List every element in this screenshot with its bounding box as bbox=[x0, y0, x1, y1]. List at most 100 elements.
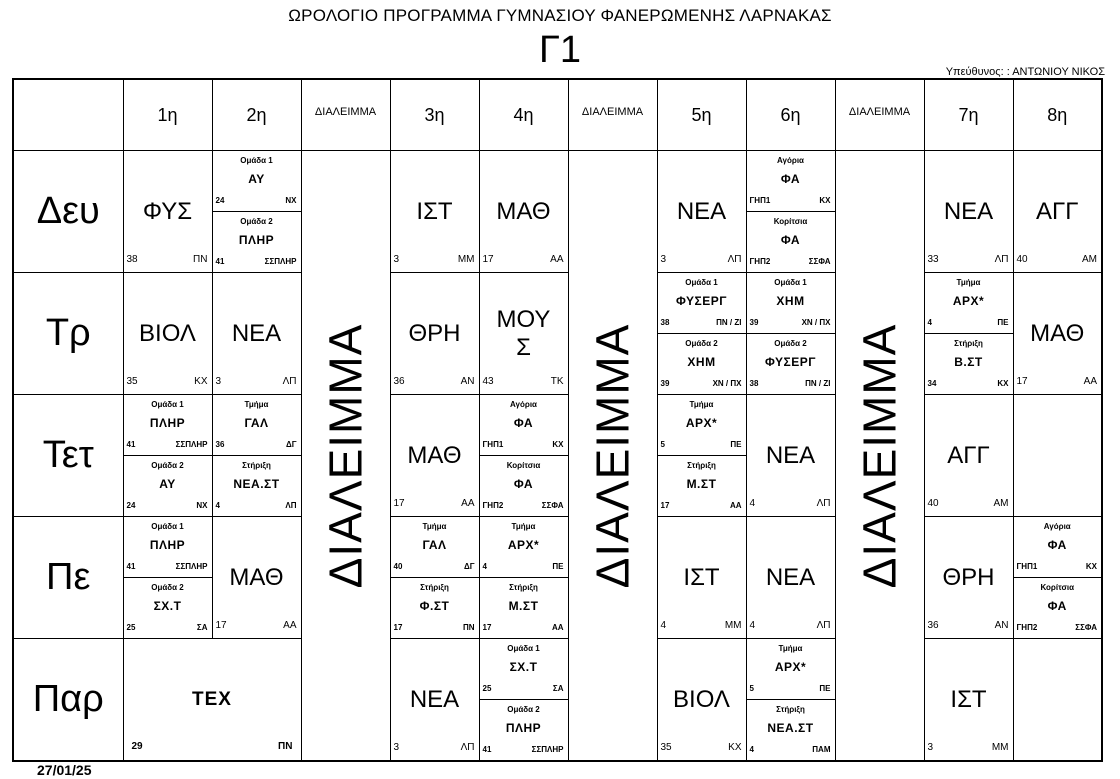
day-row-friday: Παρ ΤΕΧ 29 ΠΝ ΝΕΑ 3 ΛΠ Ομάδα 1 ΣΧ.Τ 25 Σ… bbox=[12, 638, 1103, 762]
subject: ΑΓΓ bbox=[947, 441, 990, 469]
group-label: Στήριξη bbox=[954, 339, 983, 348]
group-room: 17 bbox=[393, 623, 403, 632]
group-room: 41 bbox=[126, 562, 136, 571]
subject: ΜΑΘ bbox=[496, 197, 551, 225]
group-subject: ΧΗΜ bbox=[776, 294, 805, 308]
teacher: ΠΝ bbox=[278, 741, 293, 752]
subject: ΝΕΑ bbox=[943, 197, 994, 225]
group-subject: Β.ΣΤ bbox=[954, 355, 983, 369]
group-teacher: ΚΧ bbox=[819, 196, 831, 205]
group-teacher: ΣΑ bbox=[196, 623, 208, 632]
group-room: ΓΗΠ2 bbox=[749, 257, 771, 266]
group-bottom: Στήριξη Μ.ΣΤ 17 ΑΑ bbox=[658, 456, 745, 516]
group-teacher: ΝΧ bbox=[196, 501, 208, 510]
break-label: ΔΙΑΛΕΙΜΜΑ bbox=[319, 323, 372, 588]
teacher: ΑΑ bbox=[550, 254, 564, 265]
lesson-cell: ΝΕΑ 3 ΛΠ bbox=[656, 150, 747, 273]
group-room: 34 bbox=[927, 379, 937, 388]
lesson-cell: ΝΕΑ 33 ΛΠ bbox=[923, 150, 1014, 273]
group-teacher: ΠΕ bbox=[819, 684, 831, 693]
day-row-monday: Δευ ΦΥΣ 38 ΠΝ Ομάδα 1 ΑΥ 24 ΝΧ Ομάδα 2 Π… bbox=[12, 150, 1103, 762]
group-teacher: ΣΣΠΛΗΡ bbox=[175, 562, 208, 571]
room: 35 bbox=[126, 376, 138, 387]
group-room: ΓΗΠ1 bbox=[1016, 562, 1038, 571]
group-room: 39 bbox=[749, 318, 759, 327]
group-label: Στήριξη bbox=[420, 583, 449, 592]
timetable: 1η 2η ΔΙΑΛΕΙΜΜΑ 3η 4η ΔΙΑΛΕΙΜΜΑ 5η 6η ΔΙ… bbox=[12, 78, 1103, 762]
split-lesson-cell: Τμήμα ΑΡΧ* 5 ΠΕ Στήριξη ΝΕΑ.ΣΤ 4 ΠΑΜ bbox=[745, 638, 836, 762]
teacher: ΚΧ bbox=[194, 376, 208, 387]
teacher: ΚΧ bbox=[728, 742, 742, 753]
break-column-2: ΔΙΑΛΕΙΜΜΑ bbox=[567, 150, 658, 762]
group-subject: Φ.ΣΤ bbox=[419, 599, 450, 613]
break-label: ΔΙΑΛΕΙΜΜΑ bbox=[586, 323, 639, 588]
group-subject: ΑΥ bbox=[248, 172, 265, 186]
subject-line-2: Σ bbox=[516, 333, 531, 361]
col-header-4: 4η bbox=[478, 78, 569, 151]
empty-cell bbox=[1012, 638, 1103, 762]
room: 36 bbox=[927, 620, 939, 631]
header-row: 1η 2η ΔΙΑΛΕΙΜΜΑ 3η 4η ΔΙΑΛΕΙΜΜΑ 5η 6η ΔΙ… bbox=[12, 78, 1103, 151]
lesson-cell: ΦΥΣ 38 ΠΝ bbox=[122, 150, 213, 273]
group-teacher: ΚΧ bbox=[1085, 562, 1097, 571]
day-label-cell: Δευ bbox=[12, 150, 124, 273]
day-label-cell: Παρ bbox=[12, 638, 124, 762]
group-room: 4 bbox=[927, 318, 932, 327]
group-subject: Μ.ΣΤ bbox=[686, 477, 717, 491]
col-header-6: 6η bbox=[745, 78, 836, 151]
group-room: 17 bbox=[482, 623, 492, 632]
group-room: 5 bbox=[660, 440, 665, 449]
group-teacher: ΔΓ bbox=[285, 440, 297, 449]
group-subject: ΓΑΛ bbox=[422, 538, 447, 552]
subject: ΝΕΑ bbox=[765, 441, 816, 469]
group-teacher: ΠΝ bbox=[462, 623, 475, 632]
room: 17 bbox=[215, 620, 227, 631]
group-teacher: ΔΓ bbox=[463, 562, 475, 571]
group-teacher: ΣΣΠΛΗΡ bbox=[175, 440, 208, 449]
col-header-label: 5η bbox=[691, 104, 712, 125]
split-lesson-cell: Τμήμα ΓΑΛ 40 ΔΓ Στήριξη Φ.ΣΤ 17 ΠΝ bbox=[389, 516, 480, 639]
day-label: Παρ bbox=[32, 678, 104, 720]
group-label: Στήριξη bbox=[509, 583, 538, 592]
day-label: Δευ bbox=[36, 190, 100, 232]
room: 43 bbox=[482, 376, 494, 387]
group-label: Ομάδα 1 bbox=[151, 522, 184, 531]
split-lesson-cell: Ομάδα 1 ΧΗΜ 39 ΧΝ / ΠΧ Ομάδα 2 ΦΥΣΕΡΓ 38… bbox=[745, 272, 836, 395]
group-label: Ομάδα 2 bbox=[151, 583, 184, 592]
group-top: Αγόρια ΦΑ ΓΗΠ1 ΚΧ bbox=[747, 152, 834, 212]
day-row-thursday: Πε Ομάδα 1 ΠΛΗΡ 41 ΣΣΠΛΗΡ Ομάδα 2 ΣΧ.Τ 2… bbox=[12, 516, 1103, 639]
group-label: Αγόρια bbox=[777, 156, 804, 165]
group-subject: ΑΡΧ* bbox=[774, 660, 807, 674]
lesson-cell: ΙΣΤ 3 ΜΜ bbox=[389, 150, 480, 273]
group-top: Ομάδα 1 ΠΛΗΡ 41 ΣΣΠΛΗΡ bbox=[124, 396, 211, 456]
group-subject: ΧΗΜ bbox=[687, 355, 716, 369]
teacher: ΑΑ bbox=[461, 498, 475, 509]
group-bottom: Ομάδα 2 ΦΥΣΕΡΓ 38 ΠΝ / ΖΙ bbox=[747, 334, 834, 394]
group-teacher: ΠΕ bbox=[997, 318, 1009, 327]
lesson-cell: ΝΕΑ 3 ΛΠ bbox=[389, 638, 480, 762]
teacher: ΤΚ bbox=[550, 376, 564, 387]
room: 3 bbox=[660, 254, 667, 265]
split-lesson-cell: Αγόρια ΦΑ ΓΗΠ1 ΚΧ Κορίτσια ΦΑ ΓΗΠ2 ΣΣΦΑ bbox=[745, 150, 836, 273]
group-bottom: Ομάδα 2 ΠΛΗΡ 41 ΣΣΠΛΗΡ bbox=[213, 212, 300, 272]
lesson-cell: ΒΙΟΛ 35 ΚΧ bbox=[122, 272, 213, 395]
group-subject: ΠΛΗΡ bbox=[149, 416, 186, 430]
group-subject: ΠΛΗΡ bbox=[505, 721, 542, 735]
col-header-5: 5η bbox=[656, 78, 747, 151]
group-label: Ομάδα 1 bbox=[685, 278, 718, 287]
group-subject: ΣΧ.Τ bbox=[153, 599, 182, 613]
room: 29 bbox=[131, 741, 143, 752]
group-subject: ΦΑ bbox=[780, 172, 801, 186]
split-lesson-cell: Αγόρια ΦΑ ΓΗΠ1 ΚΧ Κορίτσια ΦΑ ΓΗΠ2 ΣΣΦΑ bbox=[1012, 516, 1103, 639]
break-header-label: ΔΙΑΛΕΙΜΜΑ bbox=[314, 106, 377, 118]
teacher: ΑΑ bbox=[1083, 376, 1097, 387]
teacher: ΛΠ bbox=[727, 254, 742, 265]
group-teacher: ΣΣΠΛΗΡ bbox=[264, 257, 297, 266]
group-label: Κορίτσια bbox=[773, 217, 808, 226]
group-teacher: ΑΑ bbox=[551, 623, 564, 632]
group-label: Στήριξη bbox=[776, 705, 805, 714]
subject: ΘΡΗ bbox=[942, 563, 995, 591]
group-teacher: ΛΠ bbox=[285, 501, 297, 510]
